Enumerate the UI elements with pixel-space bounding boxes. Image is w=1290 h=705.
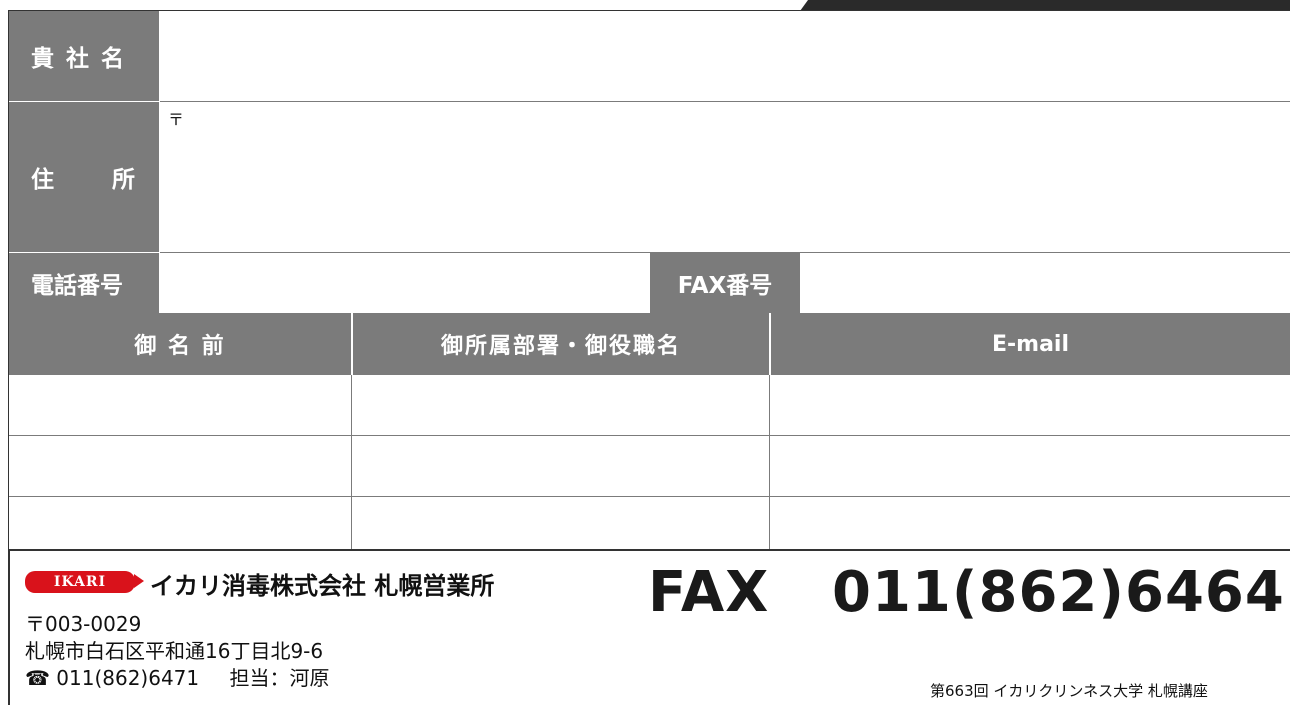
contact-person: 担当：河原 xyxy=(229,666,330,690)
header-divider xyxy=(351,313,353,375)
postal-code: 〒003-0029 xyxy=(25,612,142,636)
column-header-department: 御所属部署・御役職名 xyxy=(353,313,769,375)
company-name: イカリ消毒株式会社 札幌営業所 xyxy=(150,572,495,600)
fax-prefix: FAX xyxy=(648,560,770,625)
fax-label: FAX番号 xyxy=(650,253,800,313)
corner-tab-decoration xyxy=(800,0,1290,11)
event-title: 第663回 イカリクリンネス大学 札幌講座 xyxy=(930,682,1208,700)
table-cell-email-3[interactable] xyxy=(770,497,1290,549)
company-name-field[interactable] xyxy=(160,11,1290,101)
row-divider xyxy=(9,435,1290,436)
address-field[interactable]: 〒 xyxy=(160,102,1290,252)
address-label-part1: 住 xyxy=(31,167,56,193)
phone-icon: ☎ xyxy=(25,666,50,690)
row-divider xyxy=(9,496,1290,497)
office-address: 札幌市白石区平和通16丁目北9-6 xyxy=(25,639,324,663)
table-cell-name-2[interactable] xyxy=(9,436,351,496)
header-divider xyxy=(769,313,771,375)
column-divider xyxy=(351,375,352,549)
company-name-label: 貴 社 名 xyxy=(9,11,159,101)
footer-divider xyxy=(8,549,1290,551)
footer-left-border xyxy=(8,549,10,705)
table-cell-email-2[interactable] xyxy=(770,436,1290,496)
table-cell-department-1[interactable] xyxy=(352,375,769,435)
phone-label: 電話番号 xyxy=(9,253,159,313)
table-cell-email-1[interactable] xyxy=(770,375,1290,435)
table-cell-department-2[interactable] xyxy=(352,436,769,496)
office-phone: 011(862)6471 xyxy=(56,666,200,690)
column-header-name: 御 名 前 xyxy=(9,313,351,375)
fax-number: 011(862)6464 xyxy=(832,560,1285,625)
table-cell-name-3[interactable] xyxy=(9,497,351,549)
table-cell-name-1[interactable] xyxy=(9,375,351,435)
phone-field[interactable] xyxy=(160,253,650,313)
address-label-part2: 所 xyxy=(112,167,137,193)
divider xyxy=(160,101,1290,102)
table-cell-department-3[interactable] xyxy=(352,497,769,549)
postal-mark: 〒 xyxy=(168,110,185,129)
divider xyxy=(160,252,1290,253)
ikari-logo: IKARI xyxy=(25,571,144,593)
contact-line: ☎ 011(862)6471 担当：河原 xyxy=(25,665,330,691)
fax-field[interactable] xyxy=(801,253,1290,313)
column-header-email: E-mail xyxy=(771,313,1290,375)
form-frame xyxy=(8,10,1290,550)
address-label: 住 所 xyxy=(9,102,159,252)
column-divider xyxy=(769,375,770,549)
